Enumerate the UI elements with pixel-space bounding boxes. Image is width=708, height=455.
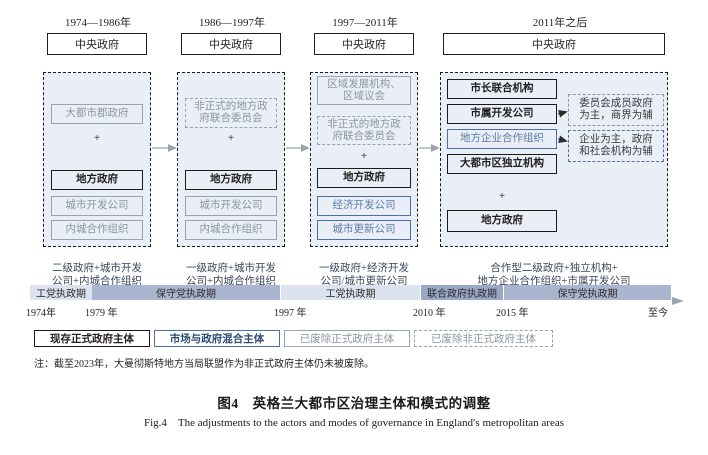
figure-note: 注：截至2023年，大曼彻斯特地方当局联盟作为非正式政府主体仍未被废除。 bbox=[34, 359, 374, 370]
plus-sign-4: + bbox=[498, 190, 506, 202]
node-informal-joint-committee-3: 非正式的地方政 府联合委员会 bbox=[317, 116, 411, 145]
era-title-4: 2011年之后 bbox=[532, 17, 588, 29]
node-metropolitan-county-council: 大都市郡政府 bbox=[51, 104, 143, 124]
era-title-3: 1997—2011年 bbox=[332, 17, 398, 29]
plus-sign-1: + bbox=[93, 132, 101, 144]
plus-sign-3: + bbox=[360, 150, 368, 162]
timeline-year-1997: 1997 年 bbox=[274, 308, 307, 319]
timeline-year-2010: 2010 年 bbox=[413, 308, 446, 319]
node-urban-development-corporation-1: 城市开发公司 bbox=[51, 196, 143, 216]
node-inner-city-partnership-2: 内城合作组织 bbox=[185, 220, 277, 240]
figure-title-en: Fig.4 The adjustments to the actors and … bbox=[144, 417, 564, 429]
timeline-segment-5: 保守党执政期 bbox=[504, 285, 671, 300]
legend-item-abolished-informal: 已废除非正式政府主体 bbox=[414, 330, 553, 347]
figure-title-cn: 图4 英格兰大都市区治理主体和模式的调整 bbox=[217, 396, 491, 411]
summary-text-3: 一级政府+经济开发 公司/城市更新公司 bbox=[300, 250, 428, 288]
legend-item-existing-formal: 现存正式政府主体 bbox=[34, 330, 150, 347]
node-local-government-2: 地方政府 bbox=[185, 170, 277, 190]
timeline-year-2015: 2015 年 bbox=[496, 308, 529, 319]
timeline-segment-4: 联合政府执政期 bbox=[421, 285, 503, 300]
timeline-segment-1: 工党执政期 bbox=[30, 285, 92, 300]
summary-text-2: 一级政府+城市开发 公司+内城合作组织 bbox=[167, 250, 295, 288]
central-government-box-3: 中央政府 bbox=[314, 33, 414, 55]
central-government-box-4: 中央政府 bbox=[443, 33, 665, 55]
node-local-enterprise-partnership: 地方企业合作组织 bbox=[447, 129, 557, 149]
annotation-committee-members: 委员会成员政府 为主，商界为辅 bbox=[568, 94, 664, 126]
summary-text-4: 合作型二级政府+独立机构+ 地方企业合作组织+市属开发公司 bbox=[438, 250, 670, 288]
era-title-1: 1974—1986年 bbox=[65, 17, 131, 29]
timeline-year-1974: 1974年 bbox=[26, 308, 56, 319]
timeline-segment-2: 保守党执政期 bbox=[92, 285, 280, 300]
node-city-development-corporation: 市属开发公司 bbox=[447, 104, 557, 124]
central-government-box-2: 中央政府 bbox=[181, 33, 281, 55]
node-local-government-1: 地方政府 bbox=[51, 170, 143, 190]
summary-line-1: 二级政府+城市开发 公司+内城合作组织 bbox=[52, 262, 142, 287]
era-title-2: 1986—1997年 bbox=[199, 17, 265, 29]
timeline-end-label: 至今 bbox=[648, 308, 668, 319]
central-government-box-1: 中央政府 bbox=[47, 33, 147, 55]
timeline-segment-3: 工党执政期 bbox=[281, 285, 420, 300]
legend-item-mixed: 市场与政府混合主体 bbox=[154, 330, 280, 347]
annotation-enterprise-led: 企业为主，政府 和社会机构为辅 bbox=[568, 130, 664, 162]
node-mayoral-combined-authority: 市长联合机构 bbox=[447, 79, 557, 99]
summary-line-3: 一级政府+经济开发 公司/城市更新公司 bbox=[319, 262, 409, 287]
node-metropolitan-independent-body: 大都市区独立机构 bbox=[447, 154, 557, 174]
era-panel-1 bbox=[43, 72, 151, 247]
summary-line-4: 合作型二级政府+独立机构+ 地方企业合作组织+市属开发公司 bbox=[477, 262, 631, 287]
node-economic-development-company: 经济开发公司 bbox=[317, 196, 411, 216]
legend-item-abolished-formal: 已废除正式政府主体 bbox=[284, 330, 410, 347]
node-regional-development-agency: 区域发展机构、 区域议会 bbox=[317, 76, 411, 105]
node-local-government-3: 地方政府 bbox=[317, 168, 411, 188]
summary-line-2: 一级政府+城市开发 公司+内城合作组织 bbox=[186, 262, 276, 287]
node-informal-joint-committee-2: 非正式的地方政 府联合委员会 bbox=[185, 98, 277, 128]
node-inner-city-partnership-1: 内城合作组织 bbox=[51, 220, 143, 240]
node-urban-regeneration-company: 城市更新公司 bbox=[317, 220, 411, 240]
node-urban-development-corporation-2: 城市开发公司 bbox=[185, 196, 277, 216]
node-local-government-4: 地方政府 bbox=[447, 210, 557, 232]
summary-text-1: 二级政府+城市开发 公司+内城合作组织 bbox=[33, 250, 161, 288]
timeline-year-1979: 1979 年 bbox=[85, 308, 118, 319]
plus-sign-2: + bbox=[227, 132, 235, 144]
